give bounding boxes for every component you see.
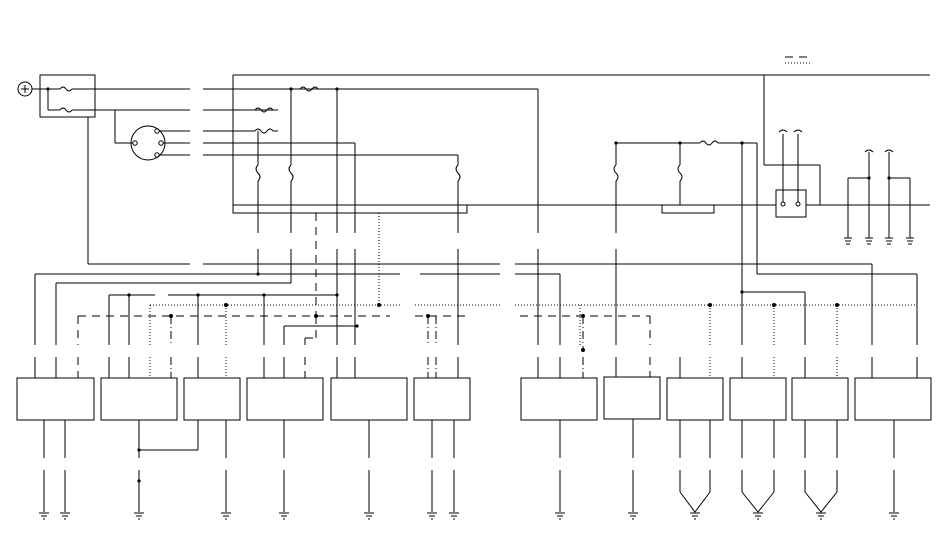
module-feeds <box>34 357 918 378</box>
module-12 <box>854 377 932 421</box>
module-4 <box>246 377 324 421</box>
module-5 <box>330 377 408 421</box>
supply-wires <box>78 88 873 345</box>
round-connector <box>114 109 458 161</box>
module-8 <box>603 376 661 420</box>
dashed-bus <box>77 213 651 345</box>
dash-dot-lines <box>170 316 585 352</box>
relay-block <box>775 129 807 218</box>
module-2 <box>100 377 178 421</box>
legend-marks <box>785 56 811 64</box>
module-6 <box>413 377 471 421</box>
middle-buses <box>34 273 561 345</box>
module-1 <box>16 377 95 421</box>
ground-symbols <box>39 512 899 520</box>
vertical-drops <box>255 89 918 345</box>
module-7 <box>520 377 598 421</box>
power-supply-symbol <box>17 81 48 97</box>
module-10 <box>729 377 787 421</box>
dotted-bus <box>149 213 918 345</box>
inline-fuses <box>254 86 719 146</box>
main-fuse-box <box>39 74 96 118</box>
module-3 <box>183 377 241 421</box>
top-frame <box>232 74 930 213</box>
ground-leads <box>43 419 895 513</box>
top-right-grounds <box>844 149 914 245</box>
module-11 <box>791 377 849 421</box>
module-9 <box>666 377 724 421</box>
control-modules <box>16 376 932 421</box>
bus-bars <box>232 204 715 214</box>
